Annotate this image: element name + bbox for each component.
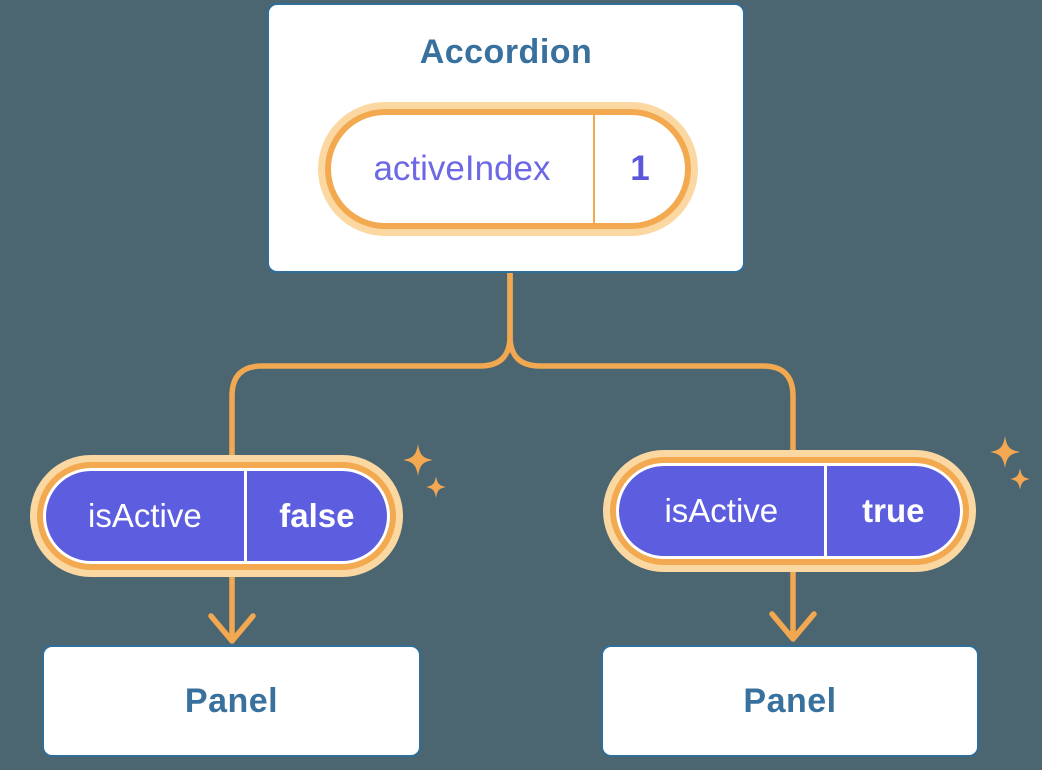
panel-card-right: Panel: [601, 645, 979, 757]
prop-pill-value: false: [279, 497, 355, 534]
prop-pill-value: true: [862, 492, 925, 529]
arrow-down-icon: [769, 568, 817, 642]
panel-title: Panel: [184, 681, 279, 720]
pill-divider: [823, 466, 827, 556]
connector-left: [229, 270, 513, 459]
pill-divider: [592, 115, 595, 223]
panel-card-left: Panel: [42, 645, 421, 757]
prop-pill-label: isActive: [88, 497, 202, 534]
accordion-card: Accordion activeIndex 1: [267, 3, 745, 273]
prop-pill-true: isActive true: [616, 463, 963, 559]
accordion-title: Accordion: [419, 33, 593, 71]
state-pill-value: 1: [630, 149, 650, 188]
prop-pill-label: isActive: [664, 492, 779, 529]
connector-right: [507, 270, 796, 454]
state-pill-label: activeIndex: [373, 149, 551, 188]
panel-title: Panel: [743, 681, 837, 720]
state-pill: activeIndex 1: [325, 109, 691, 229]
arrow-down-icon: [208, 573, 256, 644]
prop-pill-false: isActive false: [43, 468, 390, 564]
pill-divider: [243, 471, 247, 561]
sparkle-icon: [990, 436, 1030, 490]
sparkle-icon: [403, 444, 446, 498]
